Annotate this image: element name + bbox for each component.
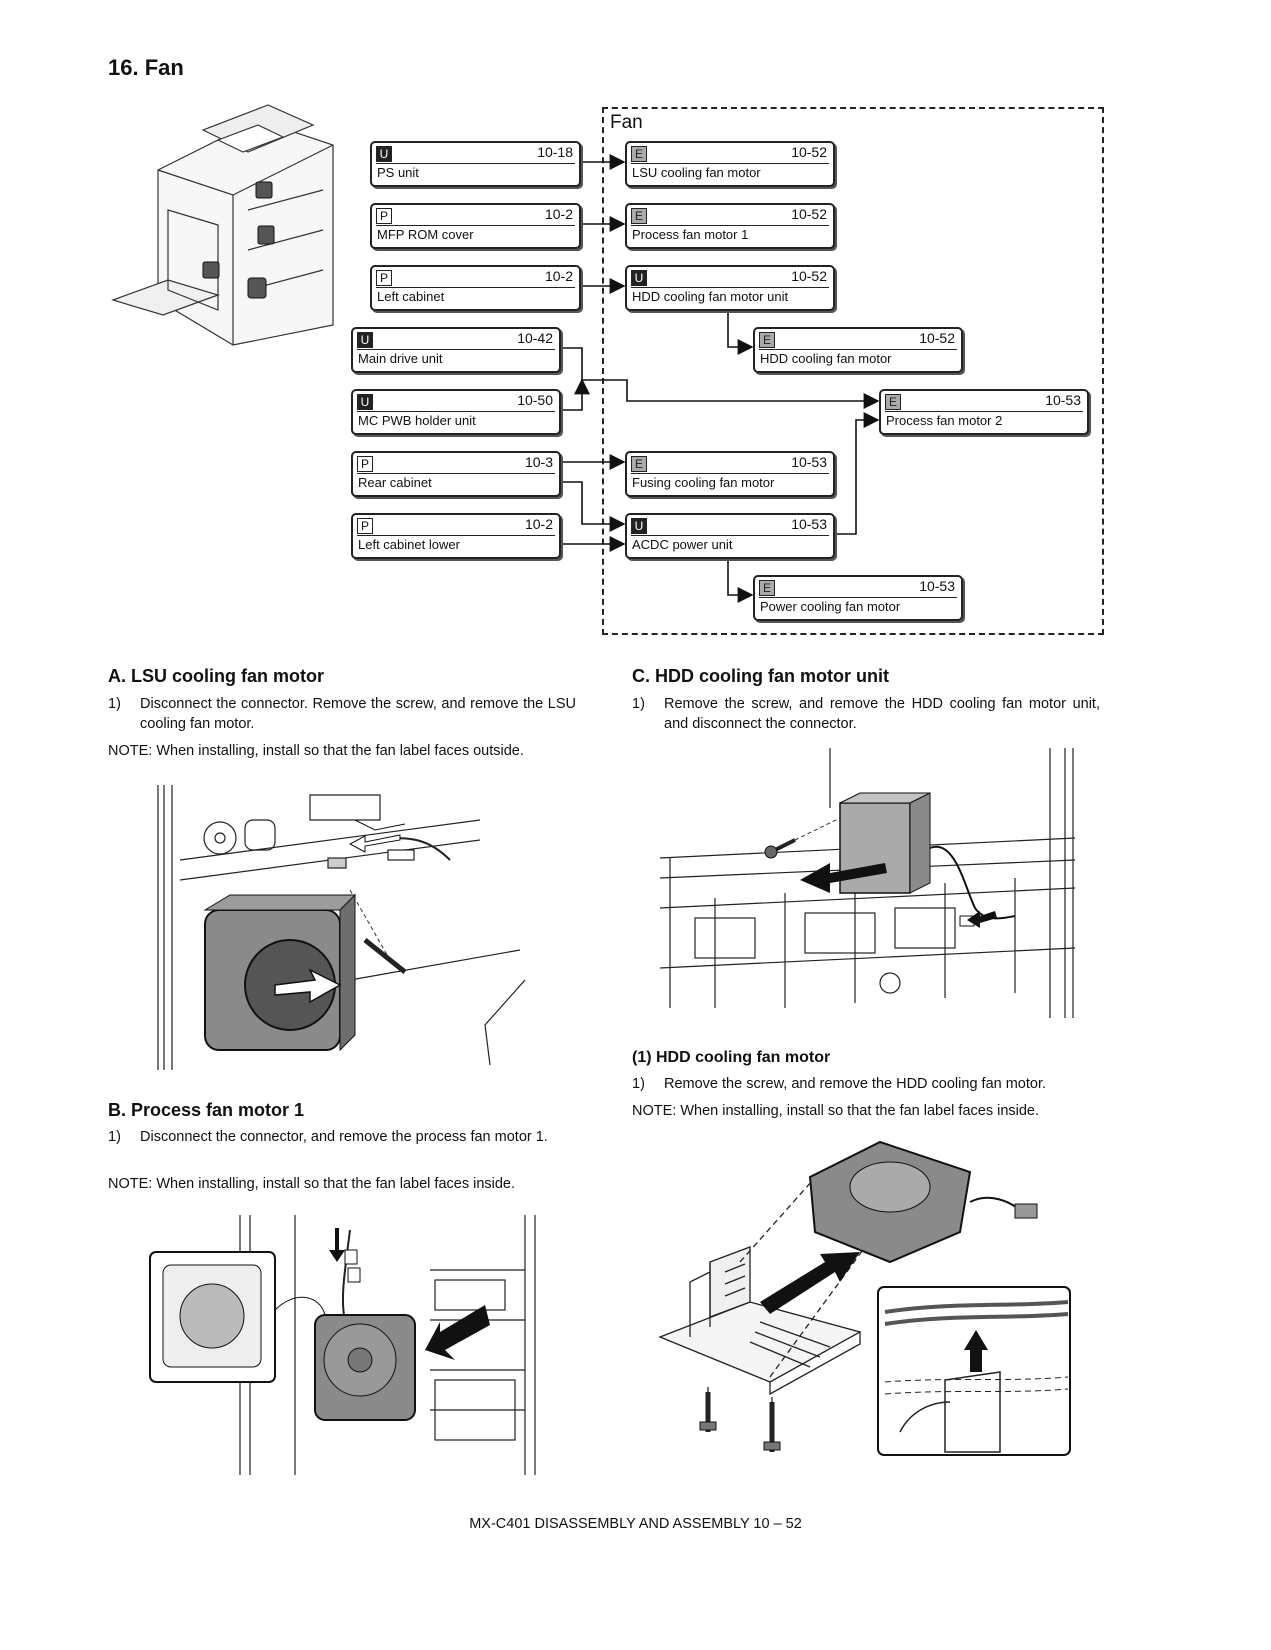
- section-c-step: 1) Remove the screw, and remove the HDD …: [632, 694, 1100, 734]
- node-name: Left cabinet: [377, 289, 445, 304]
- section-c-heading: C. HDD cooling fan motor unit: [632, 666, 889, 686]
- node-badge: E: [759, 332, 775, 348]
- flow-node-main-drive-unit[interactable]: U 10-42 Main drive unit: [351, 327, 561, 373]
- flow-node-power-cooling-fan-motor[interactable]: E 10-53 Power cooling fan motor: [753, 575, 963, 621]
- process-fan-removal-illustration: [149, 1215, 536, 1475]
- flow-node-process-fan-motor-2[interactable]: E 10-53 Process fan motor 2: [879, 389, 1089, 435]
- node-badge: E: [631, 146, 647, 162]
- node-name: Rear cabinet: [358, 475, 432, 490]
- node-ref: 10-53: [919, 578, 955, 594]
- flow-node-acdc-power-unit[interactable]: U 10-53 ACDC power unit: [625, 513, 835, 559]
- node-ref: 10-53: [791, 454, 827, 470]
- section-c1-note: NOTE: When installing, install so that t…: [632, 1103, 1040, 1119]
- node-ref: 10-50: [517, 392, 553, 408]
- node-badge: E: [885, 394, 901, 410]
- node-ref: 10-2: [544, 206, 573, 222]
- section-b-note: NOTE: When installing, install so that t…: [108, 1176, 516, 1192]
- flow-node-mfp-rom-cover[interactable]: P 10-2 MFP ROM cover: [370, 203, 581, 249]
- node-badge: P: [376, 208, 392, 224]
- flow-node-fusing-cooling-fan-motor[interactable]: E 10-53 Fusing cooling fan motor: [625, 451, 835, 497]
- node-ref: 10-53: [791, 516, 827, 532]
- node-ref: 10-52: [791, 268, 827, 284]
- node-badge: U: [631, 270, 647, 286]
- step-text: Disconnect the connector. Remove the scr…: [140, 696, 576, 732]
- node-badge: U: [631, 518, 647, 534]
- section-a-heading: A. LSU cooling fan motor: [108, 666, 324, 686]
- step-number: 1): [632, 696, 645, 712]
- node-ref: 10-52: [791, 206, 827, 222]
- section-b-step: 1) Disconnect the connector, and remove …: [108, 1127, 576, 1147]
- step-number: 1): [632, 1076, 645, 1092]
- step-text: Remove the screw, and remove the HDD coo…: [664, 696, 1100, 732]
- node-badge: E: [759, 580, 775, 596]
- node-ref: 10-18: [537, 144, 573, 160]
- step-number: 1): [108, 1129, 121, 1145]
- flow-connectors: [558, 154, 880, 603]
- fan-group-box: [602, 107, 1104, 635]
- node-name: ACDC power unit: [632, 537, 733, 552]
- node-name: Process fan motor 2: [886, 413, 1003, 428]
- node-badge: P: [376, 270, 392, 286]
- section-b-heading: B. Process fan motor 1: [108, 1100, 305, 1120]
- node-name: Process fan motor 1: [632, 227, 749, 242]
- node-ref: 10-52: [791, 144, 827, 160]
- node-ref: 10-52: [919, 330, 955, 346]
- flow-node-rear-cabinet[interactable]: P 10-3 Rear cabinet: [351, 451, 561, 497]
- node-name: HDD cooling fan motor: [760, 351, 892, 366]
- lsu-fan-removal-illustration: [157, 785, 526, 1070]
- node-ref: 10-2: [544, 268, 573, 284]
- node-badge: U: [357, 332, 373, 348]
- page-title: 16. Fan: [108, 55, 184, 80]
- flow-node-hdd-cooling-fan-motor[interactable]: E 10-52 HDD cooling fan motor: [753, 327, 963, 373]
- step-text: Remove the screw, and remove the HDD coo…: [664, 1076, 1047, 1092]
- node-name: LSU cooling fan motor: [632, 165, 761, 180]
- node-ref: 10-42: [517, 330, 553, 346]
- flow-node-ps-unit[interactable]: U 10-18 PS unit: [370, 141, 581, 187]
- step-text: Disconnect the connector, and remove the…: [140, 1129, 548, 1145]
- node-name: HDD cooling fan motor unit: [632, 289, 789, 304]
- section-a-step: 1) Disconnect the connector. Remove the …: [108, 694, 576, 734]
- section-a-note: NOTE: When installing, install so that t…: [108, 743, 524, 759]
- node-name: Power cooling fan motor: [760, 599, 901, 614]
- section-c1-step: 1) Remove the screw, and remove the HDD …: [632, 1074, 1100, 1094]
- node-name: Main drive unit: [358, 351, 443, 366]
- node-name: PS unit: [377, 165, 419, 180]
- node-badge: P: [357, 518, 373, 534]
- node-badge: E: [631, 456, 647, 472]
- flow-node-mc-pwb-holder-unit[interactable]: U 10-50 MC PWB holder unit: [351, 389, 561, 435]
- machine-overview-illustration: [111, 104, 334, 346]
- node-ref: 10-53: [1045, 392, 1081, 408]
- node-name: Left cabinet lower: [358, 537, 460, 552]
- node-badge: P: [357, 456, 373, 472]
- flow-node-left-cabinet[interactable]: P 10-2 Left cabinet: [370, 265, 581, 311]
- flow-node-lsu-cooling-fan-motor[interactable]: E 10-52 LSU cooling fan motor: [625, 141, 835, 187]
- page-footer: MX-C401 DISASSEMBLY AND ASSEMBLY 10 – 52: [469, 1516, 802, 1532]
- flow-node-hdd-cooling-fan-motor-unit[interactable]: U 10-52 HDD cooling fan motor unit: [625, 265, 835, 311]
- node-badge: U: [357, 394, 373, 410]
- hdd-fan-unit-removal-illustration: [659, 748, 1076, 1018]
- fan-group-label: Fan: [610, 112, 643, 133]
- node-name: Fusing cooling fan motor: [632, 475, 775, 490]
- hdd-fan-motor-removal-illustration: [658, 1140, 1071, 1456]
- node-ref: 10-2: [524, 516, 553, 532]
- node-badge: U: [376, 146, 392, 162]
- flow-node-left-cabinet-lower[interactable]: P 10-2 Left cabinet lower: [351, 513, 561, 559]
- step-number: 1): [108, 696, 121, 712]
- node-name: MC PWB holder unit: [358, 413, 476, 428]
- section-c1-heading: (1) HDD cooling fan motor: [632, 1049, 831, 1066]
- node-name: MFP ROM cover: [377, 227, 474, 242]
- flow-node-process-fan-motor-1[interactable]: E 10-52 Process fan motor 1: [625, 203, 835, 249]
- node-ref: 10-3: [524, 454, 553, 470]
- node-badge: E: [631, 208, 647, 224]
